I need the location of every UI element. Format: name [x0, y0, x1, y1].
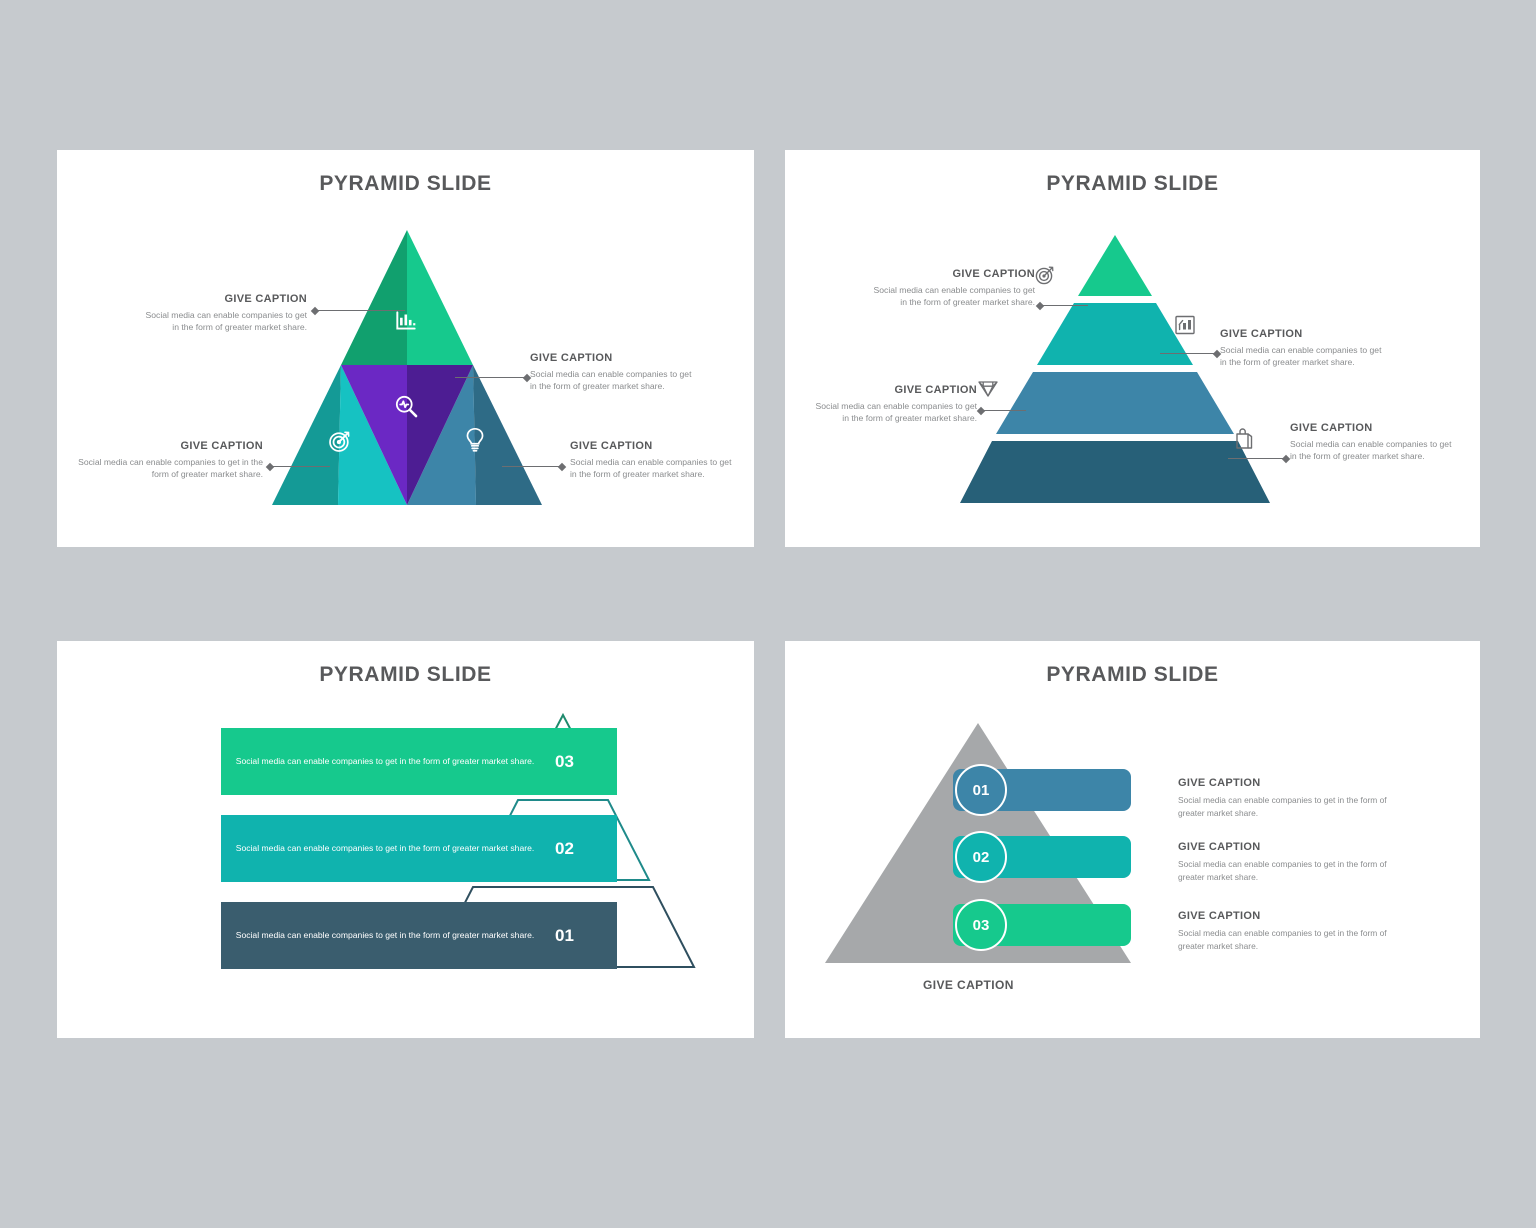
connector-left-top	[1040, 305, 1088, 306]
caption-title: GIVE CAPTION	[894, 384, 977, 396]
layered-pyramid-graphic	[960, 235, 1270, 510]
pyramid-layer-1[interactable]	[960, 441, 1270, 503]
bar-row-01[interactable]: Social media can enable companies to get…	[221, 902, 617, 969]
caption-right-bottom[interactable]: GIVE CAPTION Social media can enable com…	[1290, 422, 1452, 463]
page-title: PYRAMID SLIDE	[1046, 172, 1219, 195]
caption-middle-right[interactable]: GIVE CAPTION Social media can enable com…	[530, 352, 700, 393]
bar-row-03[interactable]: Social media can enable companies to get…	[221, 728, 617, 795]
bars-and-outline-pyramid-graphic: Social media can enable companies to get…	[57, 641, 754, 1038]
pyramid-layer-3[interactable]	[1037, 303, 1193, 365]
caption-body: Social media can enable companies to get…	[1220, 345, 1382, 368]
target-icon	[1033, 263, 1057, 292]
step-circle-03[interactable]: 03	[955, 899, 1007, 951]
caption-body: Social media can enable companies to get…	[1290, 439, 1452, 462]
caption-upper-left[interactable]: GIVE CAPTION Social media can enable com…	[139, 293, 307, 334]
caption-title: GIVE CAPTION	[1178, 777, 1261, 789]
grey-pyramid-svg	[825, 723, 1131, 963]
slide-bottom-left[interactable]: PYRAMID SLIDE Social media can enable co…	[57, 641, 754, 1038]
pyramid-segment-low-right-inner[interactable]	[407, 365, 476, 505]
page-title: PYRAMID SLIDE	[319, 172, 492, 195]
connector-lower-right	[502, 466, 562, 467]
caption-title: GIVE CAPTION	[1290, 422, 1373, 434]
pyramid-segment-low-right-outer[interactable]	[473, 365, 542, 505]
bar-body-02: Social media can enable companies to get…	[235, 843, 535, 854]
slide-top-right[interactable]: PYRAMID SLIDE	[785, 150, 1480, 547]
connector-upper-left	[315, 310, 405, 311]
caption-body: Social media can enable companies to get…	[145, 310, 307, 333]
page-title: PYRAMID SLIDE	[319, 663, 492, 686]
caption-body: Social media can enable companies to get…	[570, 457, 732, 480]
pyramid-segment-top-left[interactable]	[341, 230, 407, 365]
diamond-icon	[975, 378, 1001, 405]
bar-row-02[interactable]: Social media can enable companies to get…	[221, 815, 617, 882]
bottom-caption: GIVE CAPTION	[923, 978, 1014, 992]
pyramid-layer-2[interactable]	[996, 372, 1234, 434]
shopping-bag-icon	[1232, 426, 1256, 457]
pyramid-layer-4[interactable]	[1078, 235, 1152, 296]
caption-lower-right[interactable]: GIVE CAPTION Social media can enable com…	[570, 440, 740, 481]
caption-item-01[interactable]: GIVE CAPTION Social media can enable com…	[1178, 777, 1408, 819]
pyramid-segment-mid-left[interactable]	[341, 365, 407, 505]
caption-body: Social media can enable companies to get…	[530, 369, 692, 392]
caption-left-top[interactable]: GIVE CAPTION Social media can enable com…	[867, 268, 1035, 309]
caption-body: Social media can enable companies to get…	[78, 457, 263, 480]
caption-body: Social media can enable companies to get…	[1178, 795, 1387, 818]
caption-title: GIVE CAPTION	[952, 268, 1035, 280]
connector-lower-left	[270, 466, 330, 467]
bar-chart-trend-icon	[1173, 313, 1197, 342]
bar-body-03: Social media can enable companies to get…	[235, 756, 535, 767]
caption-title: GIVE CAPTION	[570, 440, 653, 452]
connector-right-bottom	[1228, 458, 1286, 459]
step-number-02: 02	[972, 848, 990, 866]
bar-number-01: 01	[555, 925, 574, 945]
caption-title: GIVE CAPTION	[180, 440, 263, 452]
caption-body: Social media can enable companies to get…	[815, 401, 977, 424]
step-number-03: 03	[972, 916, 990, 934]
connector-left-lower	[981, 410, 1026, 411]
caption-body: Social media can enable companies to get…	[1178, 928, 1387, 951]
bar-body-01: Social media can enable companies to get…	[235, 930, 535, 941]
caption-left-lower[interactable]: GIVE CAPTION Social media can enable com…	[811, 384, 977, 425]
pyramid-layers-svg	[960, 235, 1270, 503]
caption-item-03[interactable]: GIVE CAPTION Social media can enable com…	[1178, 910, 1408, 952]
caption-title: GIVE CAPTION	[1220, 328, 1303, 340]
step-circle-02[interactable]: 02	[955, 831, 1007, 883]
caption-title: GIVE CAPTION	[1178, 841, 1261, 853]
pyramid-segment-low-left-inner[interactable]	[338, 365, 407, 505]
pyramid-segment-low-left-outer[interactable]	[272, 365, 341, 505]
caption-title: GIVE CAPTION	[1178, 910, 1261, 922]
slide-bottom-right[interactable]: PYRAMID SLIDE 01 02 03 GIVE CAPTION	[785, 641, 1480, 1038]
step-number-01: 01	[972, 781, 990, 799]
pyramid-svg	[272, 230, 542, 505]
pyramid-segment-mid-right[interactable]	[407, 365, 473, 505]
segmented-pyramid-graphic	[272, 230, 542, 505]
grey-pyramid-graphic: 01 02 03 GIVE CAPTION Social media can e…	[785, 641, 1480, 1038]
caption-title: GIVE CAPTION	[224, 293, 307, 305]
caption-body: Social media can enable companies to get…	[873, 285, 1035, 308]
slide-top-left[interactable]: PYRAMID SLIDE	[57, 150, 754, 547]
caption-lower-left[interactable]: GIVE CAPTION Social media can enable com…	[75, 440, 263, 481]
caption-right-upper[interactable]: GIVE CAPTION Social media can enable com…	[1220, 328, 1382, 369]
connector-right-upper	[1160, 353, 1217, 354]
pyramid-segment-top-right[interactable]	[407, 230, 473, 365]
bar-number-03: 03	[555, 751, 574, 771]
connector-middle-right	[455, 377, 527, 378]
caption-title: GIVE CAPTION	[530, 352, 613, 364]
bar-number-02: 02	[555, 838, 574, 858]
page-title: PYRAMID SLIDE	[1046, 663, 1219, 686]
caption-body: Social media can enable companies to get…	[1178, 859, 1387, 882]
caption-item-02[interactable]: GIVE CAPTION Social media can enable com…	[1178, 841, 1408, 883]
step-circle-01[interactable]: 01	[955, 764, 1007, 816]
